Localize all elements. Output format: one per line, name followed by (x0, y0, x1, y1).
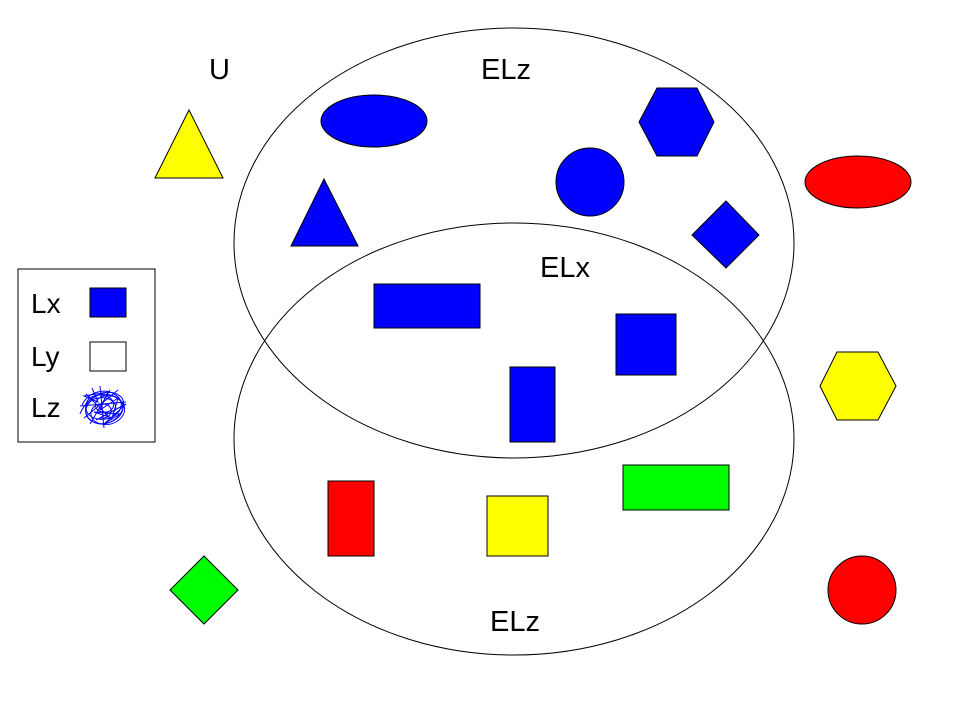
top-set-label: ELz (481, 54, 531, 86)
blue-diamond (691, 200, 760, 269)
legend-label-lz: Lz (31, 392, 61, 423)
top-set-ellipse (233, 27, 795, 459)
blue-tall-rectangle (509, 366, 556, 443)
legend-box (17, 268, 156, 443)
universe-label: U (209, 54, 230, 86)
legend-swatch-white (89, 341, 127, 372)
legend: Lx Ly Lz (17, 268, 156, 443)
bottom-set-ellipse (233, 222, 795, 656)
bottom-set-label: ELz (490, 606, 540, 638)
red-ellipse (804, 155, 912, 209)
yellow-square (486, 495, 549, 557)
middle-set-label: ELx (540, 252, 590, 284)
blue-square (615, 313, 677, 376)
red-circle (827, 555, 897, 625)
yellow-triangle (154, 108, 224, 179)
yellow-hexagon (819, 351, 897, 421)
green-diamond (169, 555, 239, 625)
blue-ellipse (320, 94, 428, 148)
blue-triangle (290, 177, 359, 247)
legend-label-lx: Lx (31, 288, 61, 319)
blue-circle (555, 147, 625, 217)
legend-label-ly: Ly (31, 341, 60, 372)
red-tall-rectangle (327, 480, 375, 557)
legend-swatch-blue (89, 287, 127, 318)
blue-wide-rectangle (373, 283, 481, 329)
blue-hexagon (638, 87, 715, 157)
legend-swatch-scribble (79, 385, 127, 429)
green-wide-rectangle (622, 464, 730, 511)
